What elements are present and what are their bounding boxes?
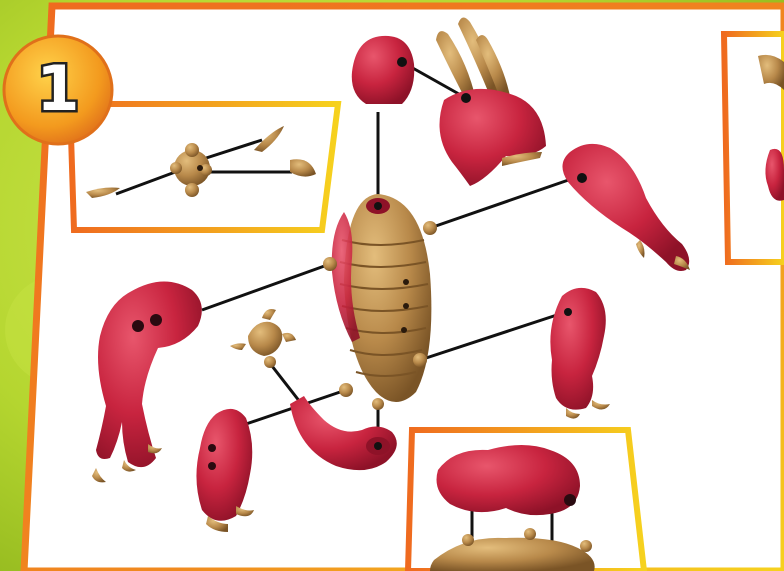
torso-back-inset [408, 430, 644, 571]
step-badge: 1 [4, 36, 112, 144]
right-edge-inset [724, 34, 784, 262]
hub-assembly-inset [70, 104, 338, 230]
step-number: 1 [36, 52, 79, 125]
